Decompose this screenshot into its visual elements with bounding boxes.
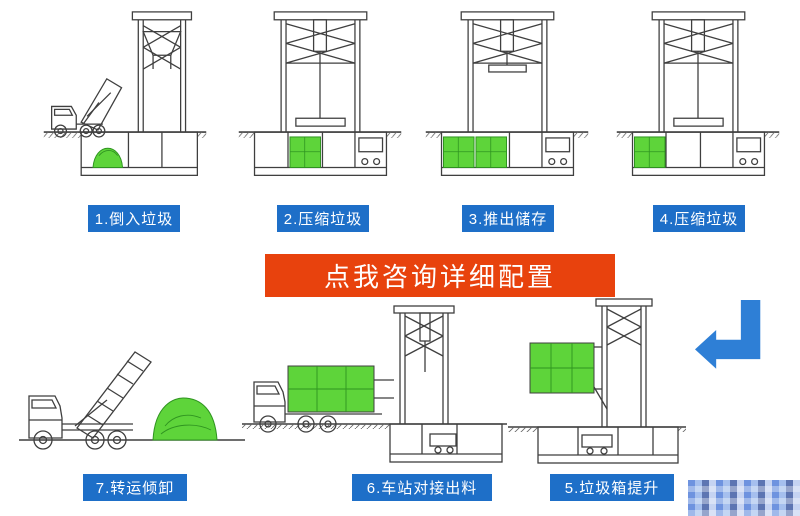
step-3-illustration (423, 6, 591, 198)
garbage-blocks-stored (443, 136, 507, 168)
step-1-label: 1.倒入垃圾 (88, 205, 180, 232)
garbage-block (634, 136, 666, 168)
step-6-illustration (242, 302, 507, 465)
step-4-label: 4.压缩垃圾 (653, 205, 745, 232)
compressor-2-drawing (616, 11, 780, 176)
dumped-garbage-pile (152, 397, 218, 441)
transfer-dump-drawing (19, 351, 245, 450)
garbage-pile (92, 148, 124, 168)
compressor-drawing (238, 11, 402, 176)
dump-truck-pit-drawing (43, 11, 207, 176)
box-lift-drawing (508, 298, 686, 464)
step-7-label: 7.转运倾卸 (83, 474, 187, 501)
step-3-label: 3.推出储存 (462, 205, 554, 232)
step-7-illustration (15, 300, 250, 468)
consult-cta-text: 点我咨询详细配置 (323, 262, 556, 292)
step-5-illustration (508, 295, 686, 467)
step-4-illustration (612, 6, 784, 198)
storage-drawing (425, 11, 589, 176)
step-6-label: 6.车站对接出料 (352, 474, 492, 501)
step-5-label: 5.垃圾箱提升 (550, 474, 674, 501)
consult-cta-banner[interactable]: 点我咨询详细配置 (265, 254, 615, 297)
step-1-illustration (40, 6, 210, 198)
watermark-logo (688, 480, 800, 516)
docking-station-drawing (242, 305, 507, 463)
flow-arrow (695, 300, 770, 388)
left-elbow-arrow-icon (695, 300, 761, 369)
step-2-label: 2.压缩垃圾 (277, 205, 369, 232)
step-2-illustration (235, 6, 405, 198)
garbage-block (289, 136, 321, 168)
